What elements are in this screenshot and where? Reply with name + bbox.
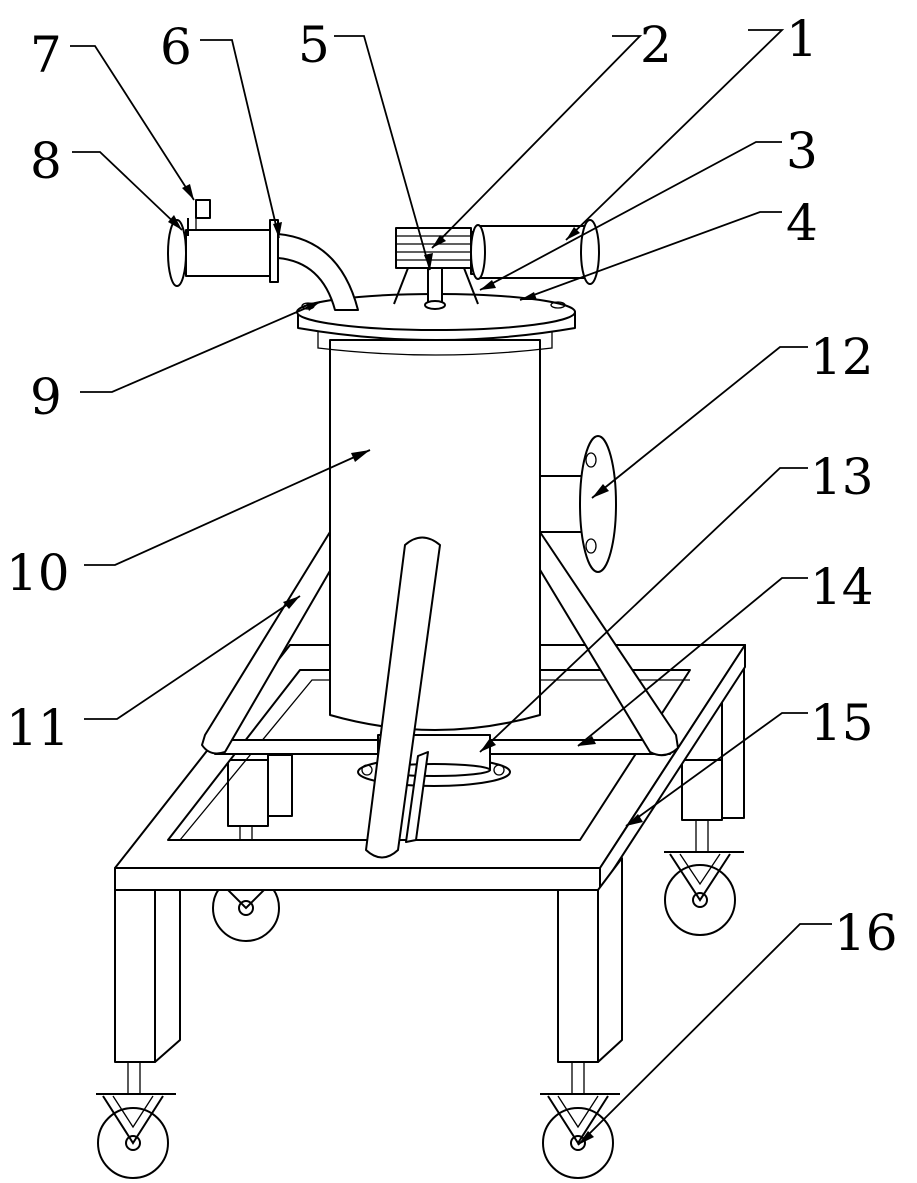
label-16: 16 [834,904,898,962]
vessel-body [329,339,541,731]
part-labels: 7 6 5 2 1 8 3 4 12 9 13 10 14 11 15 16 [6,10,898,962]
leader-lines [70,29,832,1146]
label-15: 15 [810,694,874,752]
left-pipe-assembly [167,199,279,287]
side-outlet [539,435,617,573]
label-3: 3 [786,122,818,180]
label-5: 5 [298,16,330,74]
elbow-pipe [277,233,359,311]
label-11: 11 [6,699,70,757]
base-frame [114,644,746,891]
front-right-caster [540,1093,620,1179]
rear-left-caster [212,874,280,942]
label-12: 12 [810,328,874,386]
left-strut [201,531,346,755]
label-6: 6 [160,18,192,76]
label-4: 4 [786,194,818,252]
label-14: 14 [810,558,874,616]
inlet-pipe [470,219,600,285]
lid [296,293,576,356]
label-13: 13 [810,448,874,506]
arrowheads [168,184,643,1145]
label-1: 1 [786,10,818,68]
label-2: 2 [640,16,672,74]
rear-left-leg [227,754,293,862]
label-8: 8 [30,132,62,190]
label-10: 10 [6,544,70,602]
label-9: 9 [30,368,62,426]
front-left-leg [114,889,181,1094]
front-left-caster [96,1093,176,1179]
front-right-leg [557,857,623,1094]
label-7: 7 [30,26,62,84]
right-strut [524,531,679,757]
rear-right-caster [664,853,736,936]
inclined-pipe [365,536,441,859]
